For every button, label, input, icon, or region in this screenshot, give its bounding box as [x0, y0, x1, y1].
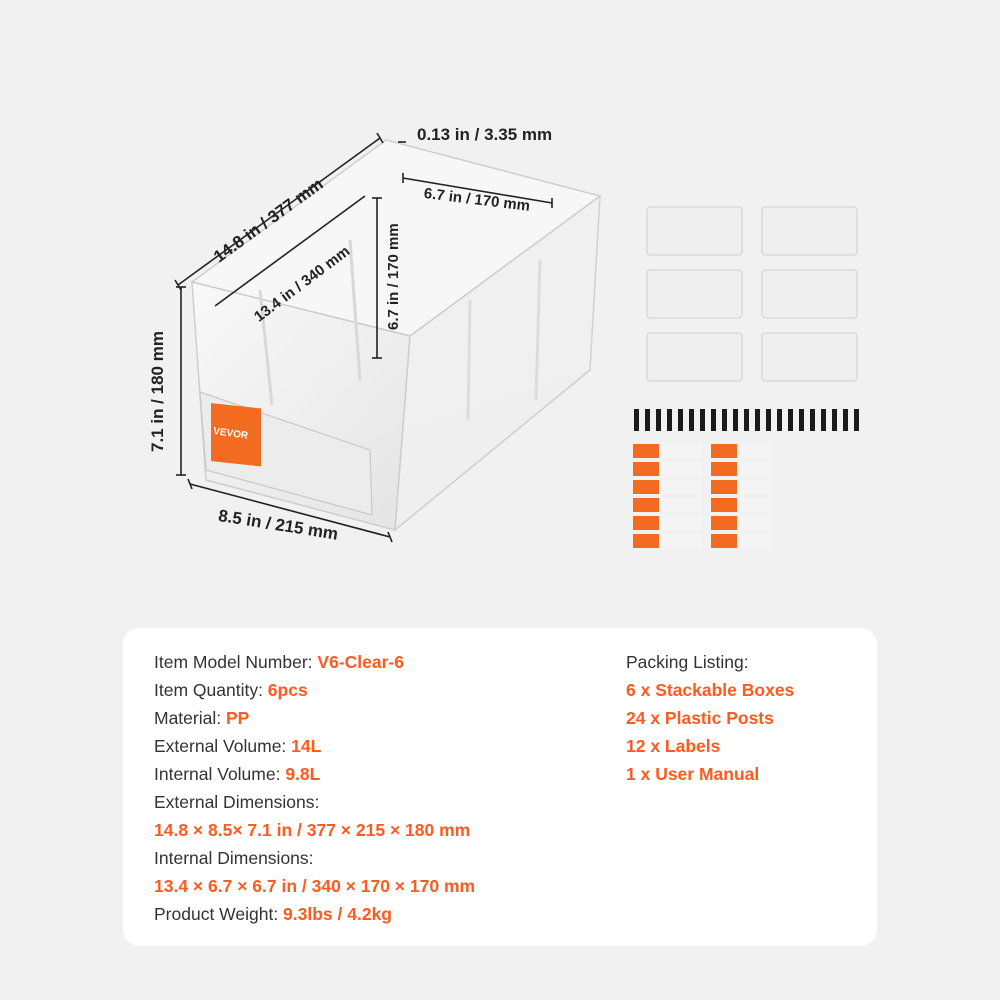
- spec-card: Item Model Number: V6-Clear-6 Item Quant…: [123, 628, 877, 946]
- mini-bin: [761, 269, 858, 319]
- spec-weight: Product Weight: 9.3lbs / 4.2kg: [154, 904, 392, 924]
- dim-line-ext-width: [189, 483, 391, 538]
- spec-material: Material: PP: [154, 708, 250, 728]
- bin-right-side: [394, 194, 601, 532]
- spec-external-dimensions-value: 14.8 × 8.5× 7.1 in / 377 × 215 × 180 mm: [154, 820, 471, 840]
- packing-item: 24 x Plastic Posts: [626, 708, 774, 728]
- mini-bin: [646, 269, 743, 319]
- label-strips: [633, 444, 771, 548]
- bin-illustration: [174, 132, 859, 548]
- spec-internal-dimensions-label: Internal Dimensions:: [154, 848, 314, 868]
- spec-internal-volume: Internal Volume: 9.8L: [154, 764, 321, 784]
- spec-internal-dimensions-value: 13.4 × 6.7 × 6.7 in / 340 × 170 × 170 mm: [154, 876, 476, 896]
- spec-external-dimensions-label: External Dimensions:: [154, 792, 320, 812]
- packing-item: 12 x Labels: [626, 736, 721, 756]
- dim-line-ext-length: [177, 137, 381, 286]
- spec-external-volume: External Volume: 14L: [154, 736, 322, 756]
- mini-bin: [761, 206, 858, 256]
- packing-item: 1 x User Manual: [626, 764, 760, 784]
- mini-bin: [646, 332, 743, 382]
- packing-list: Packing Listing: 6 x Stackable Boxes 24 …: [626, 648, 856, 788]
- dim-external-height: 7.1 in / 180 mm: [148, 331, 167, 452]
- packing-title: Packing Listing:: [626, 652, 749, 672]
- mini-bin: [761, 332, 858, 382]
- bins-stack: [646, 206, 858, 382]
- dim-internal-height: 6.7 in / 170 mm: [385, 223, 402, 330]
- plastic-posts: [634, 409, 859, 431]
- spec-model: Item Model Number: V6-Clear-6: [154, 652, 404, 672]
- mini-bin: [646, 206, 743, 256]
- dim-line-int-length: [214, 195, 366, 307]
- dim-line-int-width: [402, 177, 553, 204]
- spec-quantity: Item Quantity: 6pcs: [154, 680, 308, 700]
- dim-wall-thickness: 0.13 in / 3.35 mm: [417, 125, 553, 144]
- vevor-label: [211, 403, 261, 467]
- spec-list: Item Model Number: V6-Clear-6 Item Quant…: [154, 648, 584, 928]
- packing-item: 6 x Stackable Boxes: [626, 680, 795, 700]
